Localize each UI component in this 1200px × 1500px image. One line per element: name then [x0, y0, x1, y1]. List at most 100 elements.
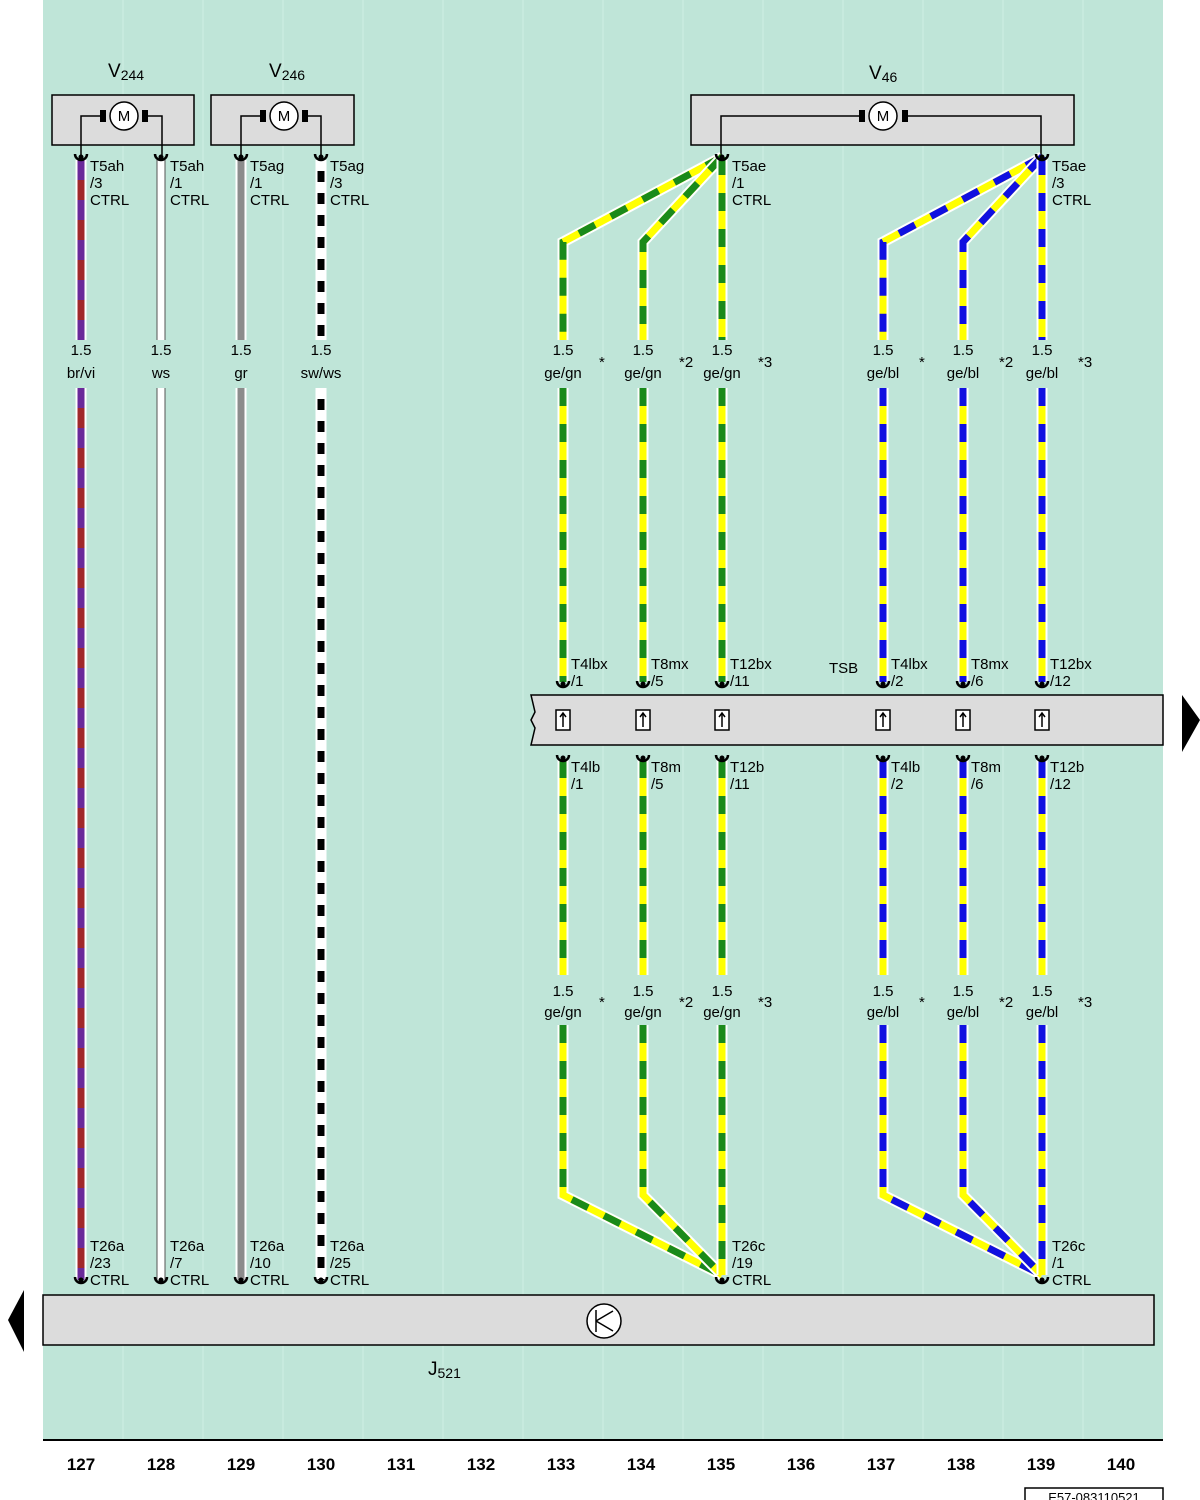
pin-label: /3: [90, 175, 103, 192]
variant-marker: *: [919, 994, 925, 1011]
motor-icon: [868, 101, 898, 131]
svg-text:M: M: [278, 108, 291, 125]
wire-size: 1.5: [873, 983, 894, 1000]
next-page-arrow-icon[interactable]: [1182, 695, 1200, 752]
terminal-tsb-bottom-icon: [875, 754, 891, 763]
connector-label: T4lbx: [891, 656, 928, 673]
column-number: 134: [627, 1455, 656, 1474]
wire-size: 1.5: [953, 983, 974, 1000]
connector-label: T4lb: [571, 759, 600, 776]
variant-marker: *2: [999, 354, 1013, 371]
connector-label: T5ah: [90, 158, 124, 175]
pin-label: /11: [730, 776, 750, 793]
pin-label: /2: [891, 673, 904, 690]
wire-color-code: gr: [234, 365, 247, 382]
wire-v46-upper-0: [557, 152, 725, 340]
tsb-pin-icon: [555, 709, 571, 731]
connector-label: T5ae: [732, 158, 766, 175]
component-label-v246: V246: [269, 61, 305, 83]
terminal-tsb-bottom-icon: [714, 754, 730, 763]
terminal-tsb-bottom-icon: [955, 754, 971, 763]
terminal-bottom-icon: [313, 1276, 329, 1285]
terminal-tsb-top-icon: [875, 680, 891, 689]
wire-size: 1.5: [553, 983, 574, 1000]
terminal-tsb-top-icon: [1034, 680, 1050, 689]
pin-label: /3: [1052, 175, 1065, 192]
wire-size: 1.5: [71, 342, 92, 359]
svg-text:M: M: [877, 108, 890, 125]
connector-label: T12bx: [730, 656, 772, 673]
pin-note: CTRL: [250, 192, 289, 209]
connector-label: T4lb: [891, 759, 920, 776]
column-number: 132: [467, 1455, 495, 1474]
pin-note: CTRL: [170, 1272, 209, 1289]
pin-label: /12: [1050, 673, 1071, 690]
wire-size: 1.5: [633, 983, 654, 1000]
connector-label: T5ae: [1052, 158, 1086, 175]
connector-label: T4lbx: [571, 656, 608, 673]
connector-label: T5ag: [250, 158, 284, 175]
pin-note: CTRL: [732, 1272, 771, 1289]
svg-text:E57-083110521: E57-083110521: [1048, 1490, 1140, 1500]
terminal-top-icon: [233, 153, 249, 162]
pin-note: CTRL: [90, 1272, 129, 1289]
connector-label: T12bx: [1050, 656, 1092, 673]
connector-label: T8mx: [651, 656, 689, 673]
pin-note: CTRL: [90, 192, 129, 209]
wire-size: 1.5: [311, 342, 332, 359]
prev-page-arrow-icon[interactable]: [8, 1290, 24, 1352]
component-label-v244: V244: [108, 61, 144, 83]
wire-v46-lower-1: [637, 1025, 726, 1279]
connector-label: T12b: [730, 759, 764, 776]
terminal-bottom-icon: [714, 1276, 730, 1285]
wire-color-code: ge/bl: [947, 365, 980, 382]
wire-size: 1.5: [633, 342, 654, 359]
wire-size: 1.5: [1032, 342, 1053, 359]
connector-label: T8m: [651, 759, 681, 776]
wire-color-code: ge/gn: [624, 365, 662, 382]
control-unit-j521: J521: [42, 1294, 1155, 1381]
wire-color-code: ge/gn: [703, 1004, 741, 1021]
wires-layer: [75, 152, 1048, 1280]
variant-marker: *: [919, 354, 925, 371]
wire-v46-upper-4: [957, 153, 1047, 340]
column-number: 130: [307, 1455, 335, 1474]
wire-color-code: br/vi: [67, 365, 95, 382]
pin-note: CTRL: [250, 1272, 289, 1289]
pin-note: CTRL: [1052, 192, 1091, 209]
pin-label: /19: [732, 1255, 753, 1272]
connector-label: T26c: [732, 1238, 766, 1255]
tsb-pin-icon: [714, 709, 730, 731]
component-label-v46: V46: [869, 63, 897, 85]
wire-v46-upper-3: [877, 152, 1045, 340]
wire-color-code: ws: [151, 365, 170, 382]
pin-note: CTRL: [1052, 1272, 1091, 1289]
pin-label: /2: [891, 776, 904, 793]
pin-note: CTRL: [330, 1272, 369, 1289]
pin-label: /5: [651, 673, 664, 690]
connector-label: T26a: [250, 1238, 285, 1255]
wire-color-code: ge/bl: [867, 365, 900, 382]
variant-marker: *3: [1078, 994, 1092, 1011]
variant-marker: *2: [679, 354, 693, 371]
pin-label: /6: [971, 673, 984, 690]
transistor-icon: [586, 1303, 622, 1339]
column-number: 137: [867, 1455, 895, 1474]
pin-label: /6: [971, 776, 984, 793]
variant-marker: *3: [758, 994, 772, 1011]
connector-label: T26a: [170, 1238, 205, 1255]
connector-label: T26a: [330, 1238, 365, 1255]
terminal-tsb-bottom-icon: [1034, 754, 1050, 763]
wire-size: 1.5: [712, 342, 733, 359]
wire-size: 1.5: [953, 342, 974, 359]
pin-label: /25: [330, 1255, 351, 1272]
terminal-bottom-icon: [153, 1276, 169, 1285]
column-number: 133: [547, 1455, 575, 1474]
wire-labels: T5ah/3CTRL1.5br/viT26a/23CTRLT5ah/1CTRL1…: [67, 153, 1092, 1289]
pin-note: CTRL: [732, 192, 771, 209]
terminal-bottom-icon: [1034, 1276, 1050, 1285]
terminal-tsb-top-icon: [635, 680, 651, 689]
pin-label: /1: [732, 175, 745, 192]
column-number: 131: [387, 1455, 415, 1474]
